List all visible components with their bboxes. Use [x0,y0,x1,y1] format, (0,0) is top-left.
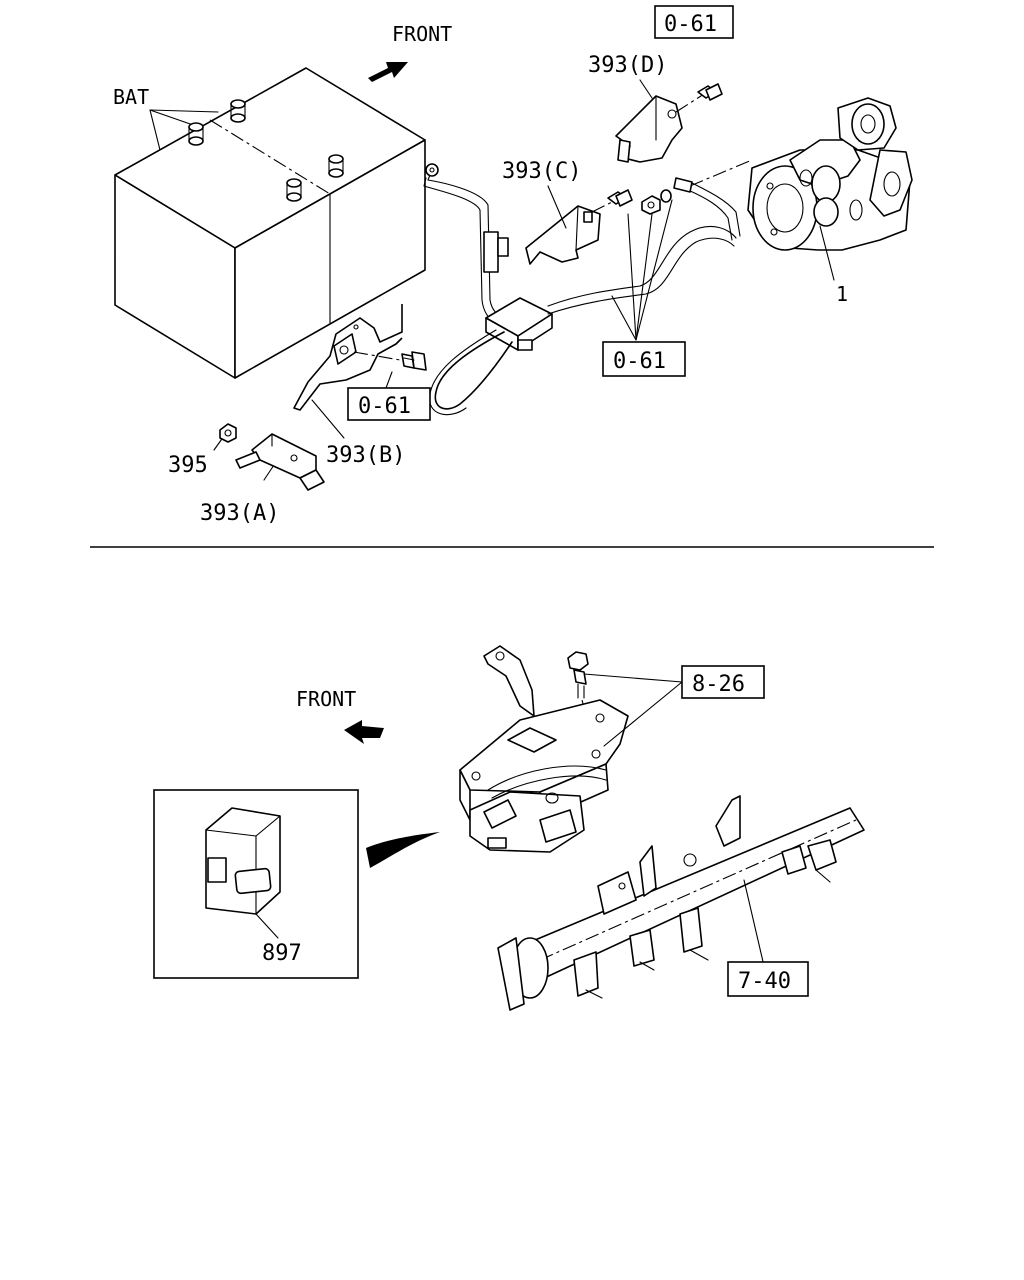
ref-left-label: 0-61 [358,394,411,419]
frame-tube [497,795,865,1011]
bottom-leaders [583,673,765,967]
bracket-393b-label: 393(B) [326,443,405,468]
top-view: FRONT BAT [113,5,913,526]
bracket-393b [293,304,403,411]
battery-terminal [188,122,204,146]
bottom-front-arrow-icon [344,720,384,744]
ref-box-top-right: 0-61 [654,5,734,39]
battery-terminal [286,178,302,202]
module-897-label: 897 [262,941,302,966]
bottom-front-label: FRONT [296,687,356,711]
starter-callout: 1 [836,282,848,306]
nut-395-label: 395 [168,453,208,478]
ref-box-left: 0-61 [347,387,431,421]
battery-label: BAT [113,85,149,109]
nut-395 [219,423,237,443]
bracket-393c-label: 393(C) [502,159,581,184]
bottom-view: FRONT [153,645,865,1011]
top-leaders [213,79,673,481]
battery [114,67,426,379]
battery-terminal [328,154,344,178]
battery-cable [423,159,753,416]
ref-bolt-label: 8-26 [692,672,745,697]
bolt-bracket-393b [401,351,427,371]
bracket-393d [615,93,705,163]
ref-box-bolt: 8-26 [681,665,765,699]
battery-leaders [149,109,219,151]
ref-frame-label: 7-40 [738,969,791,994]
top-front-label: FRONT [392,22,452,46]
ref-top-right-label: 0-61 [664,12,717,37]
bolt-bracket-393c [607,189,633,207]
bolt-bracket-393d [697,83,723,101]
inset-module-box: 897 [153,789,359,979]
ref-box-middle: 0-61 [602,341,686,377]
bracket-393d-label: 393(D) [588,53,667,78]
top-front-arrow-icon [368,62,408,82]
module-bracket [459,645,629,853]
curved-arrow-icon [366,832,440,868]
bracket-393a [235,433,325,491]
ref-middle-label: 0-61 [613,349,666,374]
bracket-393c [525,201,613,265]
starter-motor [747,97,913,281]
ref-box-frame: 7-40 [727,961,809,997]
bracket-393a-label: 393(A) [200,501,279,526]
battery-terminal [230,99,246,123]
nut-starter-terminal [641,189,672,215]
